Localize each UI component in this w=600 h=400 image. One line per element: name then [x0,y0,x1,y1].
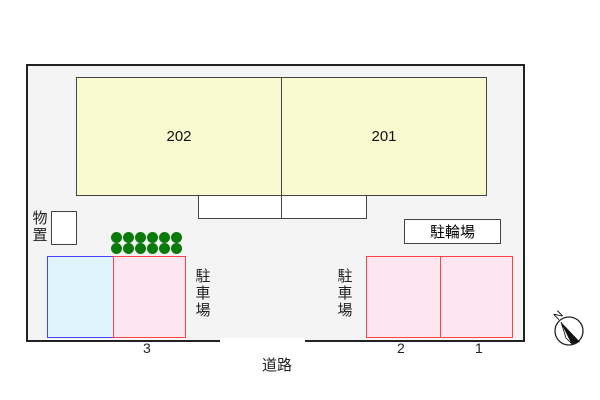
balcony [198,195,282,219]
tree-icon [159,232,170,243]
site-entrance [220,338,305,344]
bike-parking: 駐輪場 [404,219,501,244]
tree-icon [123,243,134,254]
unit-label: 201 [371,128,397,145]
tree-icon [111,243,122,254]
tree-icon [171,243,182,254]
space-number-1: 1 [475,340,483,356]
road-label: 道路 [262,357,293,374]
tree-icon [147,243,158,254]
space-number-3: 3 [143,340,151,356]
balcony [281,195,367,219]
parking-space-1 [440,256,513,338]
compass-icon: N [552,309,584,346]
unit-202: 202 [76,77,282,196]
unit-label: 202 [166,128,192,145]
storage-label: 物置 [32,210,48,244]
tree-icon [135,232,146,243]
tree-icon [123,232,134,243]
tree-icon [147,232,158,243]
parking-label-left: 駐車場 [195,268,211,319]
tree-icon [111,232,122,243]
parking-space-2 [366,256,441,338]
space-number-2: 2 [397,340,405,356]
parking-label-right: 駐車場 [337,268,353,319]
parking-space-3b [113,256,186,338]
tree-icon [135,243,146,254]
bike-parking-label: 駐輪場 [429,224,475,241]
storage-shed [51,211,77,245]
tree-icon [171,232,182,243]
tree-icon [159,243,170,254]
unit-201: 201 [281,77,487,196]
parking-space-3a [47,256,114,338]
